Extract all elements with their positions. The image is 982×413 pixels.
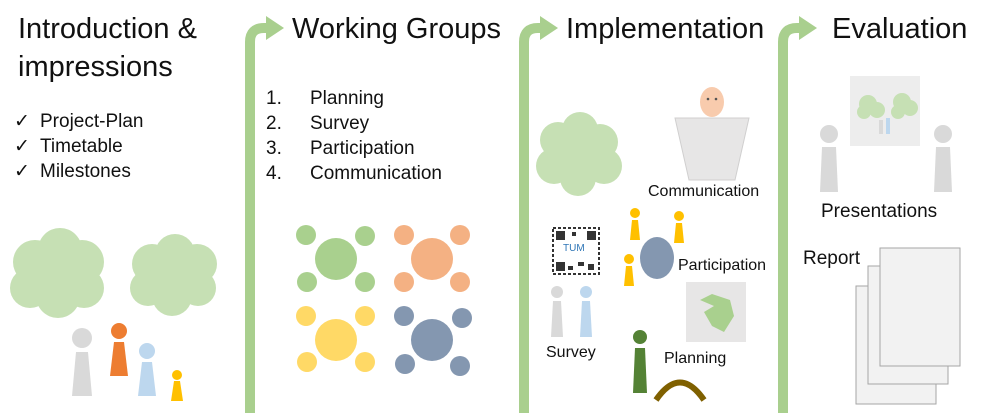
flow-arrow-2 (519, 23, 543, 413)
speaker-at-podium-icon (674, 87, 750, 181)
blue-group-bubble-cluster (394, 306, 472, 376)
report-label: Report (803, 248, 861, 269)
group-label: Communication (310, 163, 442, 184)
checklist-label: Milestones (40, 161, 131, 182)
tree-icon (130, 234, 217, 316)
group-number: 3. (266, 138, 282, 159)
report-pages-icon (855, 247, 961, 405)
group-label: Planning (310, 88, 384, 109)
tree-icon (10, 228, 104, 318)
presentations-label: Presentations (821, 201, 938, 222)
qr-code-label: TUM (563, 243, 585, 254)
person-icon (138, 343, 156, 396)
group-list-item: 4. Communication (266, 162, 442, 186)
orange-group-bubble-cluster (394, 225, 470, 292)
person-icon (624, 254, 634, 286)
group-label: Survey (310, 113, 370, 134)
arrow-head-2 (540, 16, 558, 40)
checklist-item: ✓ Milestones (14, 160, 131, 184)
flow-arrow-1 (245, 23, 269, 413)
check-icon: ✓ (14, 136, 30, 157)
intro-title-line1: Introduction & (18, 13, 197, 45)
intro-title-line2: impressions (18, 51, 173, 83)
checklist-item: ✓ Timetable (14, 135, 123, 159)
person-icon (580, 286, 592, 337)
person-icon (110, 323, 128, 376)
arrow-head-3 (799, 16, 817, 40)
check-icon: ✓ (14, 111, 30, 132)
group-list-item: 2. Survey (266, 112, 369, 136)
survey-label: Survey (546, 344, 596, 361)
group-number: 2. (266, 113, 282, 134)
planning-label: Planning (664, 350, 727, 367)
presentation-screen-icon (850, 76, 920, 146)
checklist-item: ✓ Project-Plan (14, 110, 144, 134)
planning-arc (653, 379, 707, 402)
map-icon (686, 282, 746, 342)
person-icon (551, 286, 563, 337)
group-list-item: 3. Participation (266, 137, 415, 161)
arrow-head-1 (266, 16, 284, 40)
tree-icon (536, 112, 622, 196)
checklist-label: Timetable (40, 136, 123, 157)
group-number: 1. (266, 88, 282, 109)
group-label: Participation (310, 138, 415, 159)
participation-table (640, 237, 674, 279)
communication-label: Communication (648, 183, 760, 200)
group-list-item: 1. Planning (266, 87, 384, 111)
check-icon: ✓ (14, 161, 30, 182)
working-groups-title: Working Groups (292, 13, 501, 45)
group-number: 4. (266, 163, 282, 184)
person-icon (934, 125, 952, 192)
checklist-label: Project-Plan (40, 111, 144, 132)
person-icon (820, 125, 838, 192)
yellow-group-bubble-cluster (296, 306, 375, 372)
person-icon (674, 211, 684, 243)
qr-code-icon (552, 227, 600, 275)
participation-label: Participation (678, 257, 767, 274)
person-icon (171, 370, 183, 401)
implementation-title: Implementation (566, 13, 765, 45)
person-icon (633, 330, 647, 393)
person-icon (72, 328, 92, 396)
person-icon (630, 208, 640, 240)
evaluation-title: Evaluation (832, 13, 968, 45)
green-group-bubble-cluster (296, 225, 375, 292)
flow-arrow-3 (778, 23, 802, 413)
